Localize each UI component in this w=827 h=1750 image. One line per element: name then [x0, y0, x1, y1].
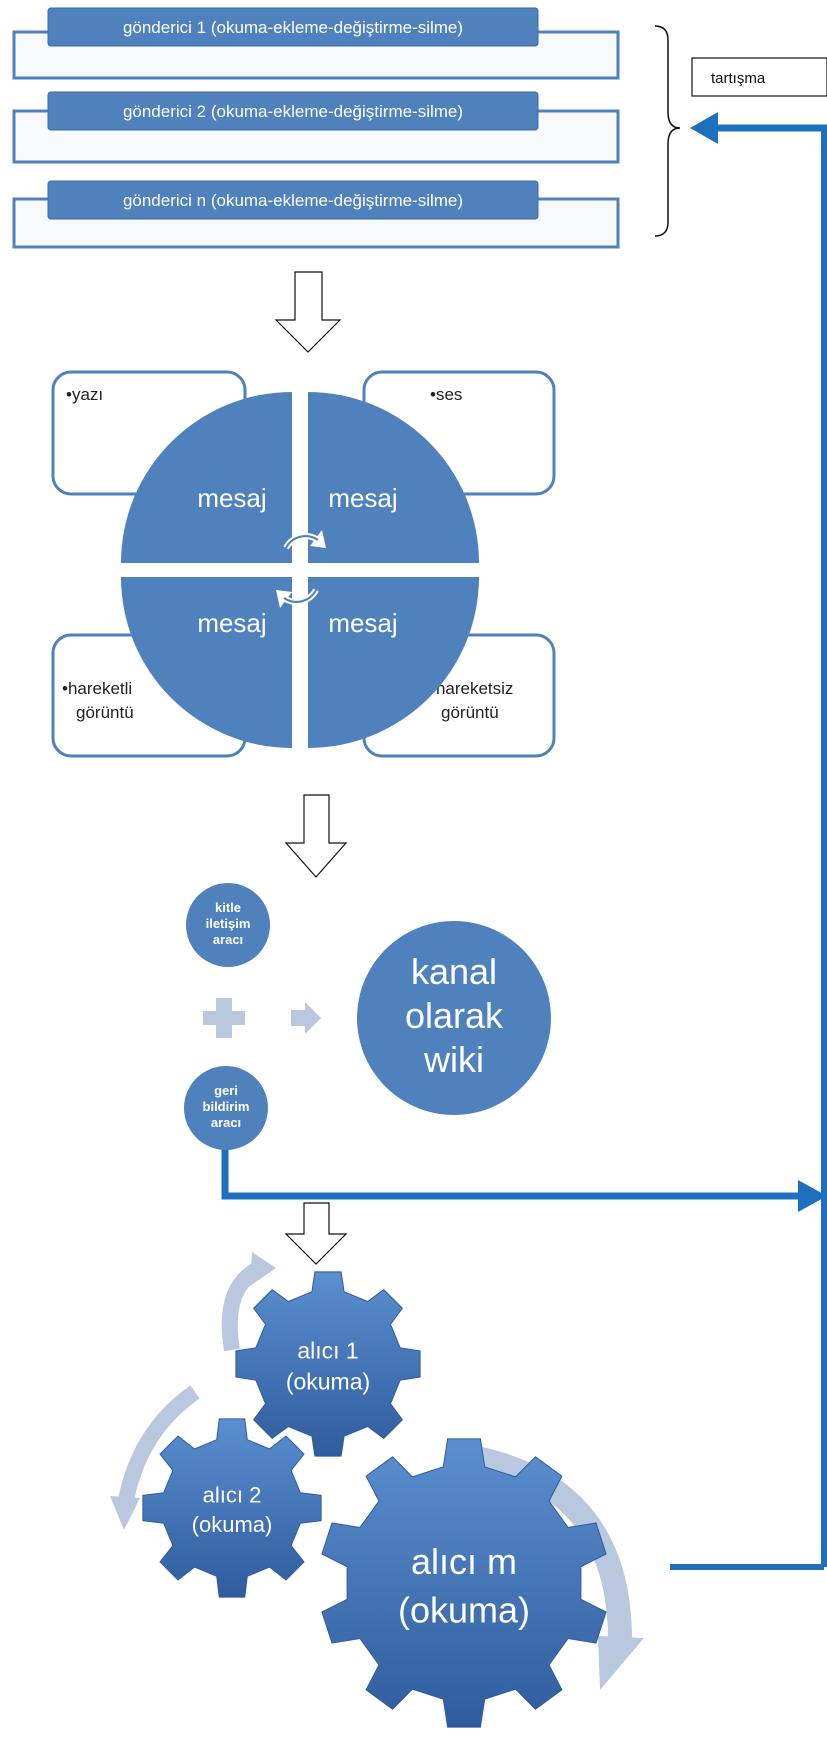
- sender-row-n: gönderici n (okuma-ekleme-değiştirme-sil…: [12, 180, 620, 249]
- sender-n-label: gönderici n (okuma-ekleme-değiştirme-sil…: [123, 191, 463, 210]
- message-label-bl: mesaj: [197, 608, 266, 638]
- receiver-m-label-2: (okuma): [398, 1590, 530, 1631]
- wiki-label-2: olarak: [405, 995, 504, 1036]
- sender-row-2: gönderici 2 (okuma-ekleme-değiştirme-sil…: [12, 91, 620, 164]
- message-quadrant-bl: [121, 577, 292, 748]
- message-quadrant-tl: [121, 392, 292, 563]
- receiver-2-gear: [142, 1418, 322, 1598]
- message-circle: [110, 380, 490, 760]
- sender-row-1: gönderici 1 (okuma-ekleme-değiştirme-sil…: [12, 7, 620, 80]
- message-label-tr: mesaj: [328, 483, 397, 513]
- feedback-loop: [221, 112, 827, 1570]
- receiver-gears: alıcı 1 (okuma) alıcı 2 (okuma) alıcı m (okum…: [142, 1271, 607, 1728]
- receiver-2-label-1: alıcı 2: [203, 1483, 262, 1508]
- receiver-m-gear: [321, 1438, 607, 1728]
- message-quadrant-br: [308, 577, 479, 748]
- media-image-label-1: •hareketsiz: [430, 679, 513, 698]
- pale-right-arrow-icon: [291, 1002, 321, 1034]
- mass-media-label-1: kitle: [215, 900, 241, 915]
- plus-icon: [203, 998, 245, 1038]
- feedback-arrowhead-up: [690, 112, 718, 144]
- feedback-tool-circle: [184, 1066, 268, 1150]
- mass-media-label-2: iletişim: [206, 916, 251, 931]
- receiver-m-label-1: alıcı m: [411, 1541, 517, 1582]
- receiver-1-gear: [235, 1271, 421, 1457]
- sender-brace: [654, 25, 681, 237]
- receiver-1-label-1: alıcı 1: [297, 1337, 358, 1363]
- message-label-tl: mesaj: [197, 483, 266, 513]
- receiver-2-label-2: (okuma): [192, 1512, 273, 1537]
- sender-2-label: gönderici 2 (okuma-ekleme-değiştirme-sil…: [123, 102, 463, 121]
- feedback-label-1: geri: [214, 1083, 238, 1098]
- media-image-label-2: görüntü: [441, 703, 499, 722]
- discussion-label: tartışma: [711, 70, 766, 87]
- down-arrow-3: [284, 1202, 348, 1265]
- wiki-channel-circle: [357, 921, 551, 1115]
- message-label-br: mesaj: [328, 608, 397, 638]
- receiver-cycle-arrows: [110, 1252, 644, 1690]
- wiki-label-1: kanal: [411, 951, 497, 992]
- media-text-label: •yazı: [66, 385, 103, 404]
- wiki-label-3: wiki: [423, 1039, 484, 1080]
- feedback-arrowhead-right: [798, 1180, 827, 1212]
- media-audio-label: •ses: [430, 385, 462, 404]
- down-arrow-2: [284, 794, 348, 878]
- discussion-box: [691, 57, 827, 97]
- cycle-icon: [276, 530, 326, 608]
- message-quadrant-tr: [308, 392, 479, 563]
- media-video-label-2: görüntü: [76, 703, 134, 722]
- receiver-1-label-2: (okuma): [286, 1368, 370, 1394]
- media-video-label-1: •hareketli: [62, 679, 132, 698]
- sender-1-label: gönderici 1 (okuma-ekleme-değiştirme-sil…: [123, 18, 463, 37]
- feedback-label-2: bildirim: [203, 1099, 250, 1114]
- mass-media-circle: [186, 883, 270, 967]
- down-arrow-1: [274, 271, 342, 353]
- mass-media-label-3: aracı: [213, 932, 243, 947]
- feedback-label-3: aracı: [211, 1115, 241, 1130]
